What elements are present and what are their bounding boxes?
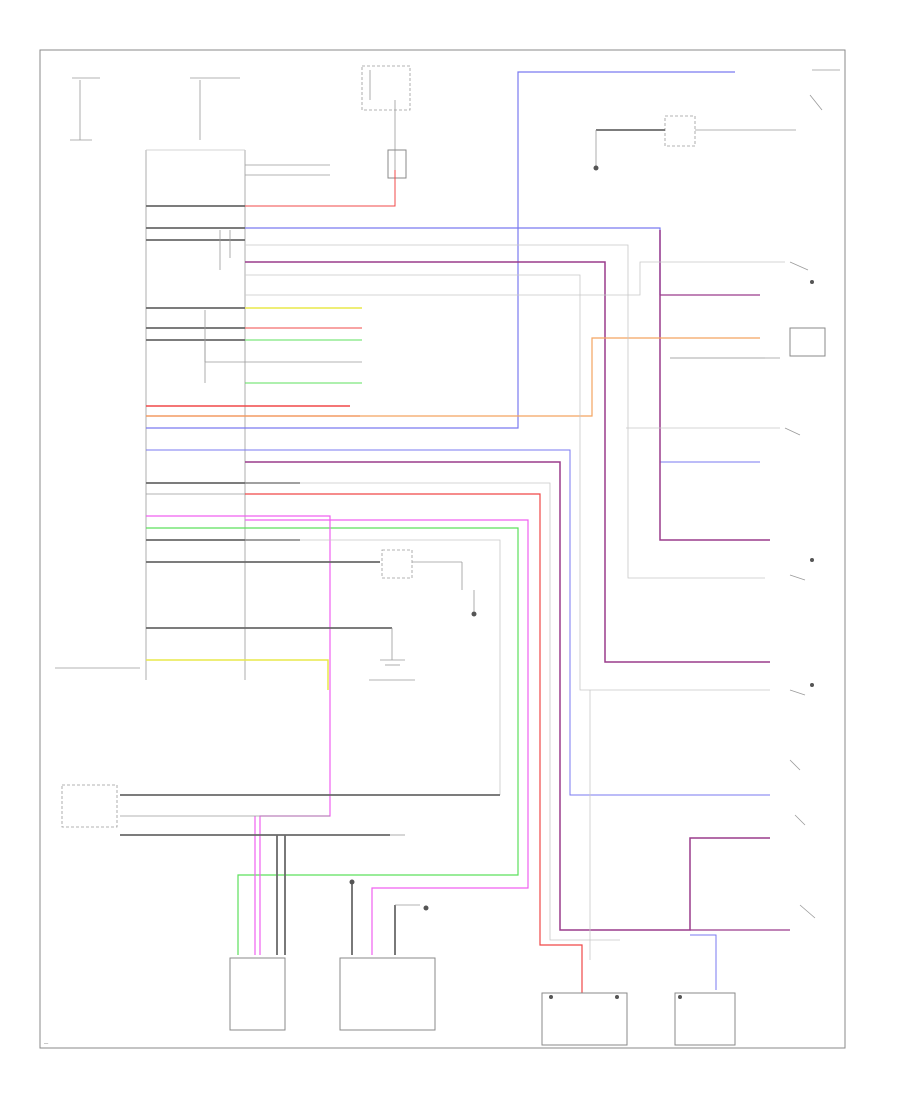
wire-orange: [146, 337, 760, 417]
wire-red-4: [245, 493, 583, 993]
motor-left: [229, 835, 286, 1031]
switch-2: [670, 327, 826, 359]
wire-purple-3: [659, 230, 770, 541]
wire-blue-lower: [146, 449, 770, 796]
motor-right: [339, 879, 436, 1031]
wire-green-3: [146, 527, 519, 955]
wire-blue-bottom: [690, 934, 717, 990]
switch-bottom-right: [674, 992, 736, 1046]
wire-purple-2: [245, 461, 770, 931]
diagram-frame: [39, 49, 846, 1049]
relay-group-top: [593, 69, 840, 171]
switch-5: [789, 683, 814, 696]
switch-bottom-mid: [541, 992, 628, 1046]
corner-mark: —: [44, 1041, 49, 1046]
wire-pink-2: [245, 519, 529, 955]
switch-6: [789, 759, 816, 919]
wire-yellow-2: [146, 659, 329, 690]
connector-ticks: [204, 230, 231, 362]
wire-purple-1: [245, 261, 770, 663]
relay-mid: [381, 549, 413, 579]
wire-blue-main: [146, 71, 735, 429]
lock-switch-left: [61, 784, 500, 836]
fuse-callouts: [70, 77, 240, 141]
control-module: [55, 149, 246, 680]
switch-1: [789, 261, 814, 284]
black-wires: [146, 164, 477, 666]
grey-wires: [245, 244, 785, 960]
switch-3: [784, 427, 801, 436]
switch-4: [789, 558, 814, 581]
junction-block: [361, 65, 411, 205]
